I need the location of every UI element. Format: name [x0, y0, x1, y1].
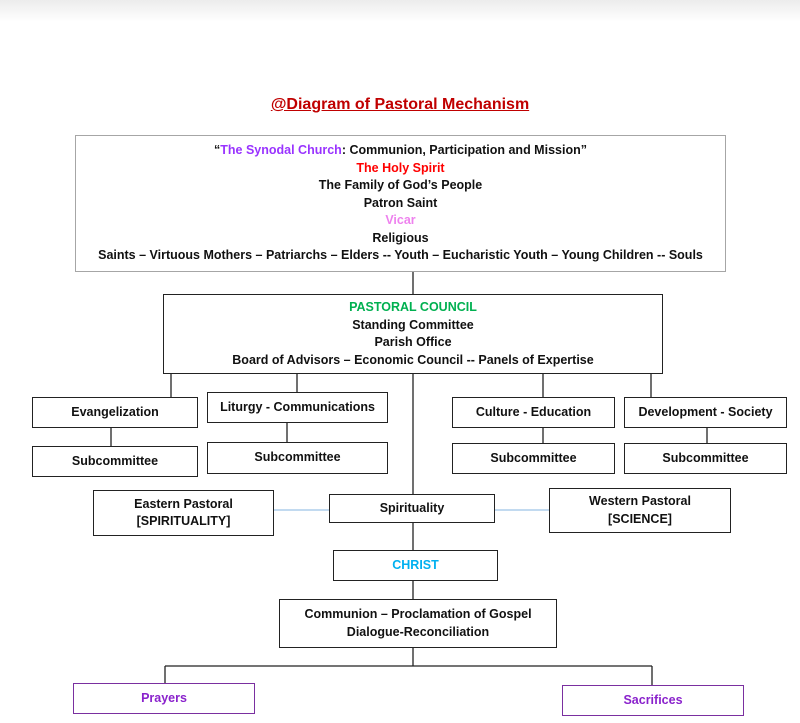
pastoral-council-label: PASTORAL COUNCIL	[349, 300, 477, 314]
standing-committee-line: Standing Committee	[352, 317, 474, 332]
liturgy-subcommittee-box: Subcommittee	[207, 442, 388, 474]
western-pastoral-box: Western Pastoral [SCIENCE]	[549, 488, 731, 533]
vicar-line: Vicar	[385, 213, 416, 228]
prayers-box: Prayers	[73, 683, 255, 714]
synodal-church-line: “The Synodal Church: Communion, Particip…	[214, 143, 587, 158]
religious-line: Religious	[372, 230, 429, 245]
top-bar	[0, 0, 800, 22]
liturgy-communications-box: Liturgy - Communications	[207, 392, 388, 423]
pastoral-council-box: PASTORAL COUNCIL Standing Committee Pari…	[163, 294, 663, 374]
eastern-pastoral-box: Eastern Pastoral [SPIRITUALITY]	[93, 490, 274, 536]
evangelization-subcommittee-box: Subcommittee	[32, 446, 198, 477]
patron-saint-line: Patron Saint	[363, 195, 438, 210]
evangelization-box: Evangelization	[32, 397, 198, 428]
development-society-box: Development - Society	[624, 397, 787, 428]
groups-line: Saints – Virtuous Mothers – Patriarchs –…	[98, 248, 703, 263]
christ-label: CHRIST	[392, 557, 439, 572]
spirituality-box: Spirituality	[329, 494, 495, 523]
family-line: The Family of God’s People	[318, 178, 483, 193]
sacrifices-box: Sacrifices	[562, 685, 744, 716]
synodal-church-box: “The Synodal Church: Communion, Particip…	[75, 135, 726, 272]
christ-box: CHRIST	[333, 550, 498, 581]
parish-office-line: Parish Office	[374, 335, 452, 349]
boards-line: Board of Advisors – Economic Council -- …	[232, 352, 594, 367]
culture-education-box: Culture - Education	[452, 397, 615, 428]
communion-box: Communion – Proclamation of Gospel Dialo…	[279, 599, 557, 648]
diagram-title: @Diagram of Pastoral Mechanism	[270, 96, 530, 113]
synodal-church-name: The Synodal Church	[220, 143, 342, 158]
development-subcommittee-box: Subcommittee	[624, 443, 787, 474]
holy-spirit-line: The Holy Spirit	[356, 160, 445, 175]
culture-subcommittee-box: Subcommittee	[452, 443, 615, 474]
